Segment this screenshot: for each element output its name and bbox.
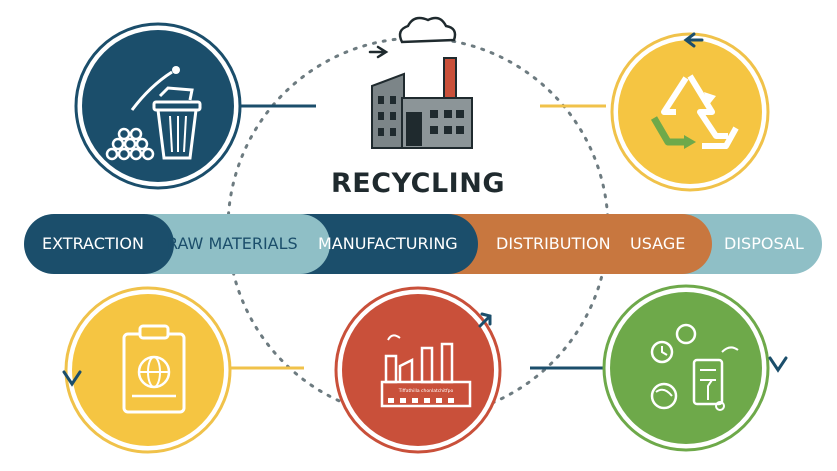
recycle-icon — [610, 32, 770, 192]
stage-band-segment-extraction — [24, 214, 174, 274]
arrow-icon-bottom-left — [62, 370, 82, 387]
stage-label-raw-materials: RAW MATERIALS — [167, 234, 298, 253]
stage-label-usage: USAGE — [630, 234, 686, 253]
stage-label-manufacturing: MANUFACTURING — [318, 234, 458, 253]
industrial-plant-icon: Tiffathilla chonlatchitfpo — [334, 286, 502, 454]
stage-band-segment-distribution — [420, 214, 712, 274]
factory-icon — [371, 16, 473, 149]
arrow-icon-bottom-center — [478, 312, 492, 328]
stage-label-extraction: EXTRACTION — [42, 234, 144, 253]
clipboard-globe-icon — [64, 286, 232, 454]
diagram-title: RECYCLING — [331, 168, 505, 199]
arrow-icon-top-center — [368, 45, 389, 59]
stage-label-distribution: DISTRIBUTION — [496, 234, 611, 253]
eco-lab-icon — [602, 284, 770, 452]
stage-band-segment-raw-materials — [120, 214, 330, 274]
stage-band — [24, 214, 822, 274]
arrow-icon-bottom-right — [768, 356, 788, 373]
arrow-icon-top-right — [683, 32, 704, 48]
stage-label-disposal: DISPOSAL — [724, 234, 804, 253]
factory-sign-text: Tiffathilla chonlatchitfpo — [398, 388, 454, 394]
trash-can-icon — [74, 22, 242, 190]
